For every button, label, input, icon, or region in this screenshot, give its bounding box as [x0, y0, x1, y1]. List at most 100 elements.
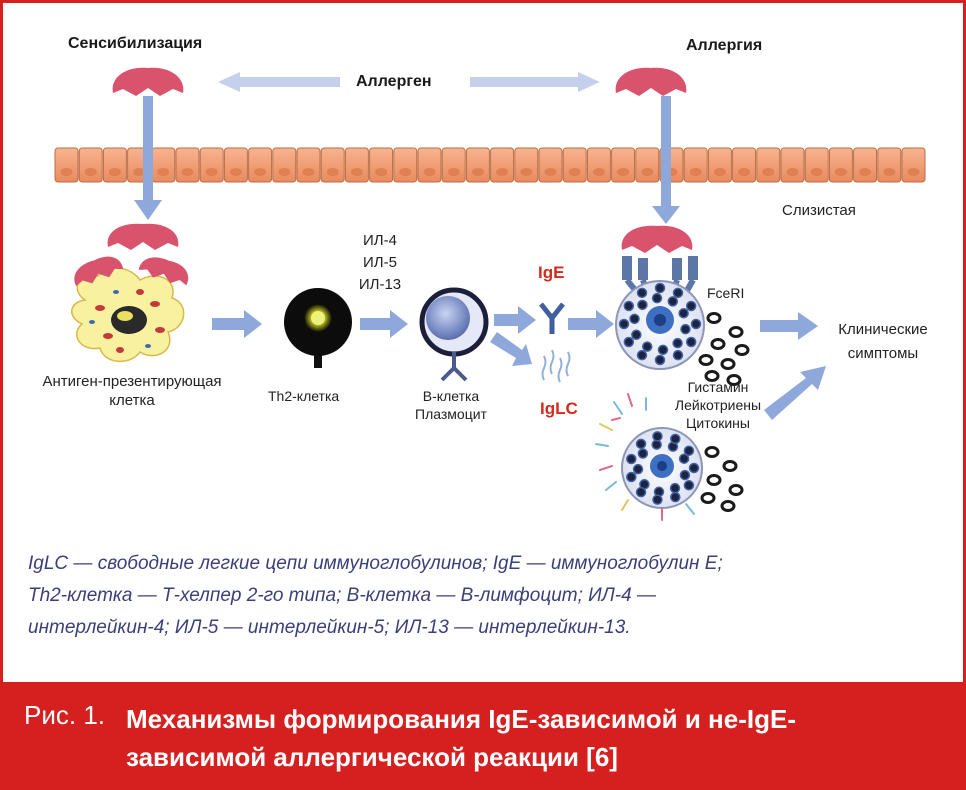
b-cell — [419, 287, 489, 382]
figure-caption-bar: Рис. 1. Механизмы формирования IgE-завис… — [0, 682, 966, 790]
granule — [637, 448, 649, 459]
granule — [654, 354, 666, 366]
epithelial-cell — [199, 147, 224, 183]
granule — [672, 337, 683, 349]
bcell-label-line2: Плазмоцит — [415, 405, 487, 422]
allergen-label: Аллерген — [356, 73, 432, 90]
granule — [678, 453, 690, 464]
released-granule — [704, 446, 720, 458]
epithelial-cell — [780, 147, 805, 183]
arrow-bcell-to-iglc — [490, 332, 532, 366]
epithelial-cell — [151, 147, 176, 183]
epithelial-cell — [828, 147, 853, 183]
allergen-shape-right — [615, 67, 687, 96]
sensitization-label: Сенсибилизация — [68, 35, 203, 52]
epithelial-cell — [54, 147, 79, 183]
granule — [679, 469, 691, 481]
th2-label: Th2-клетка — [268, 388, 340, 404]
figure-number: Рис. 1. — [24, 700, 105, 730]
apc-label-line1: Антиген-презентирующая — [42, 373, 222, 390]
granule — [680, 323, 691, 335]
released-granule — [706, 474, 722, 486]
granule — [685, 336, 697, 348]
granule — [626, 471, 637, 483]
allergen-shape-left — [112, 67, 184, 96]
arrow-apc-to-th2 — [212, 310, 262, 338]
granule — [688, 462, 700, 474]
mediators-label: Гистамин Лейкотриены Цитокины — [666, 378, 770, 432]
granule — [667, 296, 679, 307]
granule — [654, 282, 666, 294]
il13-label: ИЛ-13 — [358, 276, 402, 293]
arrow-allergy-down — [652, 96, 680, 224]
released-granules-upper — [698, 312, 750, 386]
apc-label: Антиген-презентирующая клетка — [20, 373, 244, 411]
granule — [635, 438, 647, 450]
granule — [683, 480, 695, 491]
legend-line-2: Th2-клетка — Т-хелпер 2-го типа; В-клетк… — [28, 585, 656, 606]
epithelial-cell — [102, 147, 127, 183]
iglc-label: IgLC — [540, 399, 578, 418]
granule — [670, 491, 681, 503]
th2-cell — [284, 288, 352, 368]
epithelial-cell — [465, 147, 490, 183]
allergy-label: Аллергия — [686, 37, 763, 54]
epithelial-cell — [441, 147, 466, 183]
granule — [623, 336, 635, 348]
epithelial-cell — [514, 147, 539, 183]
epithelial-cell — [320, 147, 345, 183]
symptoms-label-line1: Клинические — [838, 321, 928, 338]
bcell-label: В-клетка Плазмоцит — [396, 388, 506, 423]
epithelial-cell — [344, 147, 369, 183]
released-granule — [722, 460, 738, 472]
granule — [618, 318, 630, 330]
arrow-bcell-to-ige — [494, 306, 536, 334]
epithelial-cell — [272, 147, 297, 183]
il4-label: ИЛ-4 — [363, 232, 397, 249]
abbreviations-legend: IgLC — свободные легкие цепи иммуноглобу… — [28, 548, 928, 644]
granule — [685, 300, 697, 312]
ige-antibody — [539, 302, 565, 334]
symptoms-label-line2: симптомы — [847, 345, 919, 362]
granule — [636, 287, 648, 299]
fceri-label: FceRI — [707, 285, 745, 301]
allergen-double-arrow — [218, 72, 600, 92]
arrow-th2-to-bcell — [360, 310, 408, 338]
epithelial-cell — [611, 147, 636, 183]
epithelial-cell — [853, 147, 878, 183]
granule — [672, 287, 684, 299]
granule — [683, 445, 695, 456]
granule — [690, 318, 702, 330]
granule — [670, 433, 681, 445]
epithelial-cell — [756, 147, 781, 183]
granule — [637, 299, 648, 311]
epithelial-cell — [586, 147, 611, 183]
il5-label: ИЛ-5 — [363, 254, 397, 271]
ige-label: IgE — [538, 263, 565, 282]
allergen-shape-apc — [107, 223, 179, 250]
epithelial-cell — [732, 147, 757, 183]
epithelial-cell — [417, 147, 442, 183]
epithelial-cell — [393, 147, 418, 183]
mediator-histamine: Гистамин — [687, 379, 749, 395]
arrow-sensitization-down — [134, 96, 162, 220]
granule — [636, 349, 648, 361]
granule — [657, 344, 669, 356]
epithelial-cell — [369, 147, 394, 183]
epithelial-cell — [635, 147, 660, 183]
granule — [626, 453, 637, 465]
mucosa-label: Слизистая — [782, 202, 856, 219]
allergen-shape-mastcell — [621, 225, 693, 253]
granule — [652, 494, 663, 505]
arrow-ige-to-mastcell — [568, 310, 614, 338]
epithelium-layer — [54, 147, 926, 183]
arrow-lower-cell-to-symptoms — [764, 366, 826, 420]
epithelial-cell — [296, 147, 321, 183]
granule — [623, 300, 635, 312]
epithelial-cell — [538, 147, 563, 183]
granule — [631, 329, 642, 341]
released-granules-lower — [700, 446, 744, 512]
released-granule — [728, 484, 744, 496]
epithelial-cell — [707, 147, 732, 183]
